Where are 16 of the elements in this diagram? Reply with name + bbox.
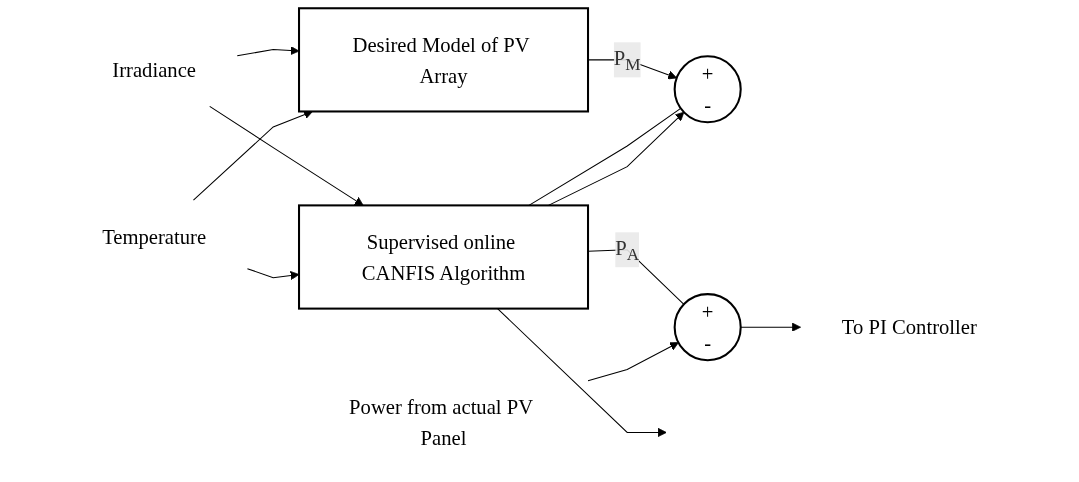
node-circle: + - — [673, 293, 742, 362]
arrow — [587, 342, 679, 382]
arrow — [209, 105, 364, 206]
node-box: Desired Model of PV Array — [298, 7, 590, 113]
arrow — [246, 268, 300, 280]
node-text: Power from actual PV Panel — [349, 395, 533, 449]
arrow — [497, 308, 667, 437]
edge-label: P$_{A}$ — [615, 236, 640, 265]
edge-label: P$_{M}$ — [613, 46, 641, 75]
node-circle: + - — [673, 55, 742, 124]
node-box: Supervised online CANFIS Algorithm — [298, 204, 590, 310]
arrow — [740, 322, 801, 332]
node-text: Temperature — [102, 225, 207, 248]
node-text: To PI Controller — [841, 315, 977, 339]
node-text: Irradiance — [112, 58, 196, 82]
arrow — [236, 46, 300, 57]
